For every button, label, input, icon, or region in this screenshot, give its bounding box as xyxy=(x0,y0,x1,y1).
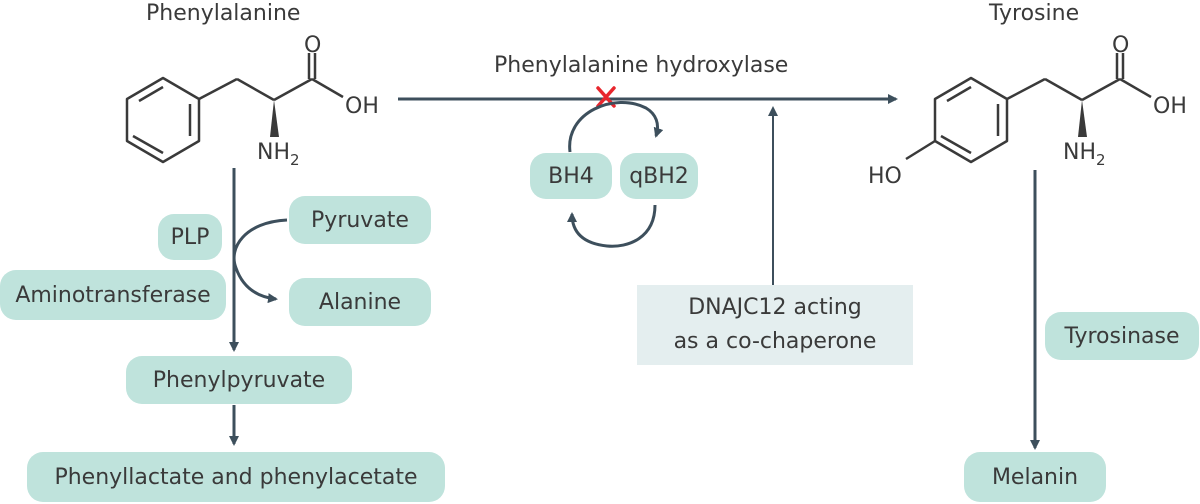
cycle-arrow-top xyxy=(568,101,664,153)
tyrosine-carbonyl-o: O xyxy=(1112,33,1129,58)
phenylpyruvate-pill: Phenylpyruvate xyxy=(126,356,352,404)
tyrosine-title: Tyrosine xyxy=(989,1,1080,26)
final-products-pill: Phenyllactate and phenylacetate xyxy=(27,452,445,502)
tyrosine-ring-hydroxyl: HO xyxy=(868,164,902,189)
chaperone-line-2: as a co-chaperone xyxy=(673,329,877,354)
melanin-pill: Melanin xyxy=(964,452,1106,502)
tyrosine-amine: NH2 xyxy=(1063,140,1106,169)
chaperone-line-1: DNAJC12 acting xyxy=(688,295,862,320)
phenylalanine-hydroxyl: OH xyxy=(345,94,379,119)
bh4-pill: BH4 xyxy=(530,153,612,199)
phenylalanine-structure xyxy=(125,53,344,164)
chaperone-box: DNAJC12 acting as a co-chaperone xyxy=(637,285,913,365)
transamination-curve xyxy=(232,218,288,304)
tyrosinase-pill: Tyrosinase xyxy=(1045,312,1199,360)
qbh2-pill: qBH2 xyxy=(620,153,698,199)
alanine-pill: Alanine xyxy=(289,278,431,326)
aminotransferase-pill: Aminotransferase xyxy=(0,270,226,320)
cycle-arrow-bottom xyxy=(567,204,657,248)
phenylalanine-amine: NH2 xyxy=(257,140,300,169)
pyruvate-pill: Pyruvate xyxy=(289,196,431,244)
phenylalanine-title: Phenylalanine xyxy=(146,1,301,26)
tyrosine-hydroxyl: OH xyxy=(1153,94,1187,119)
tyrosine-structure xyxy=(905,53,1152,164)
phenylalanine-carbonyl-o: O xyxy=(304,33,321,58)
plp-pill: PLP xyxy=(158,214,222,260)
enzyme-label: Phenylalanine hydroxylase xyxy=(494,53,789,78)
